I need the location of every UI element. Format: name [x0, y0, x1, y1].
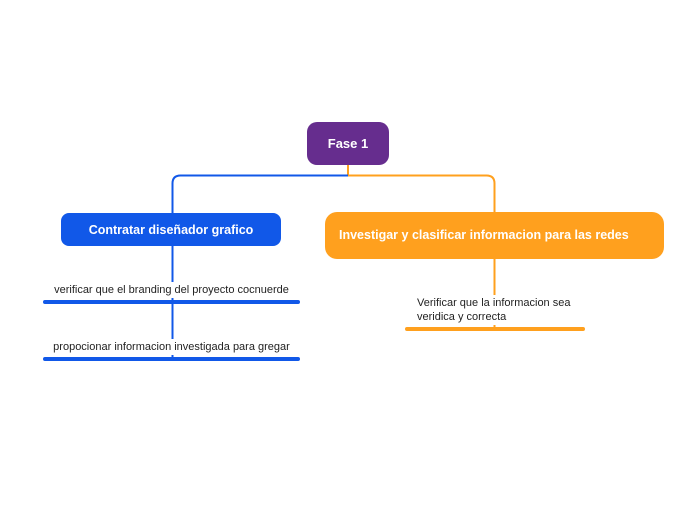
- node-contratar-disenador-label: Contratar diseñador grafico: [88, 222, 254, 237]
- node-investigar-clasificar[interactable]: Investigar y clasificar informacion para…: [325, 212, 664, 259]
- subtopic-verificar-branding[interactable]: verificar que el branding del proyecto c…: [43, 280, 300, 304]
- subtopic-underline: [405, 327, 585, 331]
- subtopic-verificar-veridica-label: Verificar que la informacion sea veridic…: [405, 295, 585, 325]
- subtopic-propocionar-informacion[interactable]: propocionar informacion investigada para…: [43, 337, 300, 361]
- node-investigar-clasificar-label: Investigar y clasificar informacion para…: [339, 228, 629, 243]
- node-fase-1-label: Fase 1: [327, 136, 369, 151]
- node-fase-1[interactable]: Fase 1: [307, 122, 389, 165]
- node-contratar-disenador[interactable]: Contratar diseñador grafico: [61, 213, 281, 246]
- subtopic-underline: [43, 357, 300, 361]
- subtopic-underline: [43, 300, 300, 304]
- connector-root-to-orange-branch: [348, 174, 496, 212]
- subtopic-propocionar-informacion-label: propocionar informacion investigada para…: [49, 339, 294, 355]
- subtopic-verificar-branding-label: verificar que el branding del proyecto c…: [50, 282, 293, 298]
- subtopic-verificar-veridica[interactable]: Verificar que la informacion sea veridic…: [405, 295, 585, 331]
- connector-root-to-blue-branch: [171, 174, 348, 213]
